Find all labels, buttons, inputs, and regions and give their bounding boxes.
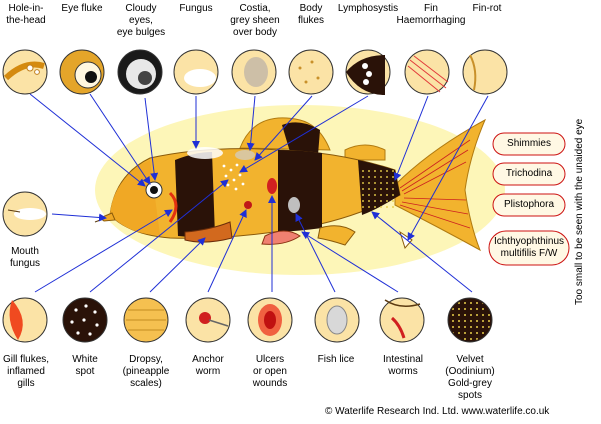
fish-body [94,147,401,239]
pill-label-shimmies: Shimmies [507,138,551,149]
adipose-fin [344,144,386,161]
pill-shimmies [492,132,566,156]
symptom-circle-lymphocystis [345,49,391,95]
anal-fin [317,225,356,246]
pill-plistophora [492,193,566,217]
symptom-circle-fin-haemorrhaging [404,49,450,95]
symptom-circle-fish-lice [314,297,360,343]
label-hole-in-head: Hole-in-the-head [6,3,46,26]
label-fin-rot: Fin-rot [472,3,502,14]
symptom-circle-cloudy-eyes [117,49,163,95]
copyright-text: © Waterlife Research Ind. Ltd. www.water… [325,406,550,417]
pill-label-plistophora: Plistophora [503,199,555,210]
symptom-circle-hole-in-head [2,49,48,95]
symptom-circle-fin-rot [462,49,508,95]
fin-rot-notch [399,230,413,250]
symptom-circle-eye-fluke [59,49,105,95]
unseen-caption: Too small to be seen with the unaided ey… [574,118,585,305]
symptom-circle-ulcers [247,297,293,343]
symptom-circle-anchor-worm [185,297,231,343]
pill-label-trichodina: Trichodina [505,168,553,179]
tail-fin [394,118,487,252]
pill-ichthyophthinus [488,230,570,266]
unseen-pills [488,132,570,266]
symptom-circle-fungus [173,49,219,95]
label-fungus: Fungus [179,3,213,14]
symptom-circle-mouth-fungus [2,191,48,237]
pectoral-fin [184,221,233,243]
pointer-arrows [29,93,489,293]
symptom-circle-gill-flukes [2,297,48,343]
label-lymphocystis: Lymphosystis [337,3,399,14]
symptom-circle-costia [231,49,277,95]
symptom-circle-white-spot [62,297,108,343]
symptom-circle-body-flukes [288,49,334,95]
label-eye-fluke: Eye fluke [61,3,103,14]
label-fish-lice: Fish lice [317,354,355,365]
symptom-circle-intestinal-worms [379,297,425,343]
symptom-circle-dropsy [123,297,169,343]
symptom-circle-velvet [447,297,493,343]
pill-trichodina [492,162,566,186]
